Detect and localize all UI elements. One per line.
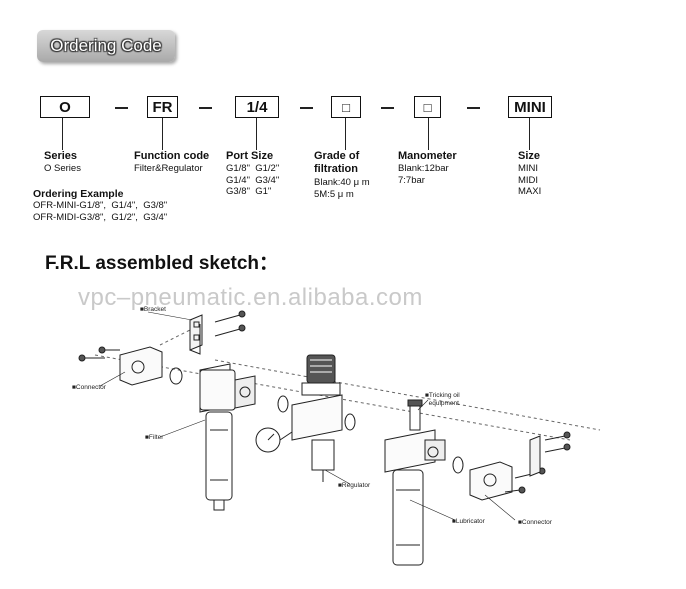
port-title: Port Size: [226, 150, 274, 162]
separator-dash: [467, 107, 480, 109]
code-box-port: 1/4: [235, 96, 279, 118]
separator-dash: [300, 107, 313, 109]
bracket-screws: [214, 310, 246, 337]
assembly-lines: [94, 329, 601, 441]
grade-desc: Blank:40 μ m 5M:5 μ m: [314, 177, 370, 200]
watermark: vpc–pneumatic.en.alibaba.com: [78, 284, 423, 311]
leader-line: [345, 118, 346, 150]
grade-title: Grade of filtration: [314, 150, 360, 175]
label-connector-right: ■Connector: [518, 519, 552, 526]
leader-line: [428, 118, 429, 150]
label-connector-left: ■Connector: [72, 384, 106, 391]
leader-line: [256, 118, 257, 150]
manometer-title: Manometer: [398, 150, 457, 162]
function-desc: Filter&Regulator: [134, 163, 203, 174]
code-box-grade: □: [331, 96, 361, 118]
leader-line: [162, 118, 163, 150]
size-desc: MINI MIDI MAXI: [518, 163, 542, 197]
code-box-manometer: □: [414, 96, 441, 118]
series-desc: O Series: [44, 163, 81, 174]
label-leaders: [99, 311, 516, 521]
regulator-unit: [255, 354, 356, 482]
example-lines: OFR-MINI-G1/8", G1/4", G3/8" OFR-MIDI-G3…: [33, 200, 168, 223]
connector-left: [78, 346, 183, 386]
sketch-title: F.R.L assembled sketch：: [45, 253, 279, 274]
manometer-desc: Blank:12bar 7:7bar: [398, 163, 449, 186]
label-regulator: ■Regulator: [338, 482, 371, 489]
series-title: Series: [44, 150, 78, 162]
label-bracket: ■Bracket: [140, 306, 166, 313]
code-box-size: MINI: [508, 96, 552, 118]
bracket-right: [529, 431, 571, 477]
filter-unit: [199, 363, 289, 511]
size-title: Size: [518, 150, 541, 162]
separator-dash: [199, 107, 212, 109]
label-lubricator: ■Lubricator: [452, 518, 485, 525]
example-title: Ordering Example: [33, 188, 124, 200]
ordering-code-title: Ordering Code: [50, 36, 162, 55]
separator-dash: [381, 107, 394, 109]
lubricator-unit: [384, 399, 464, 566]
ordering-code-badge: Ordering Code: [37, 30, 175, 62]
label-tricking-oil: ■Tricking oil equipment: [425, 392, 460, 407]
leader-line: [529, 118, 530, 150]
code-box-function: FR: [147, 96, 178, 118]
code-box-series: O: [40, 96, 90, 118]
bracket-left: [189, 314, 203, 355]
separator-dash: [115, 107, 128, 109]
leader-line: [62, 118, 63, 150]
function-title: Function code: [134, 150, 210, 162]
port-desc: G1/8" G1/2" G1/4" G3/4" G3/8" G1": [226, 163, 280, 197]
label-filter: ■Filter: [145, 434, 164, 441]
